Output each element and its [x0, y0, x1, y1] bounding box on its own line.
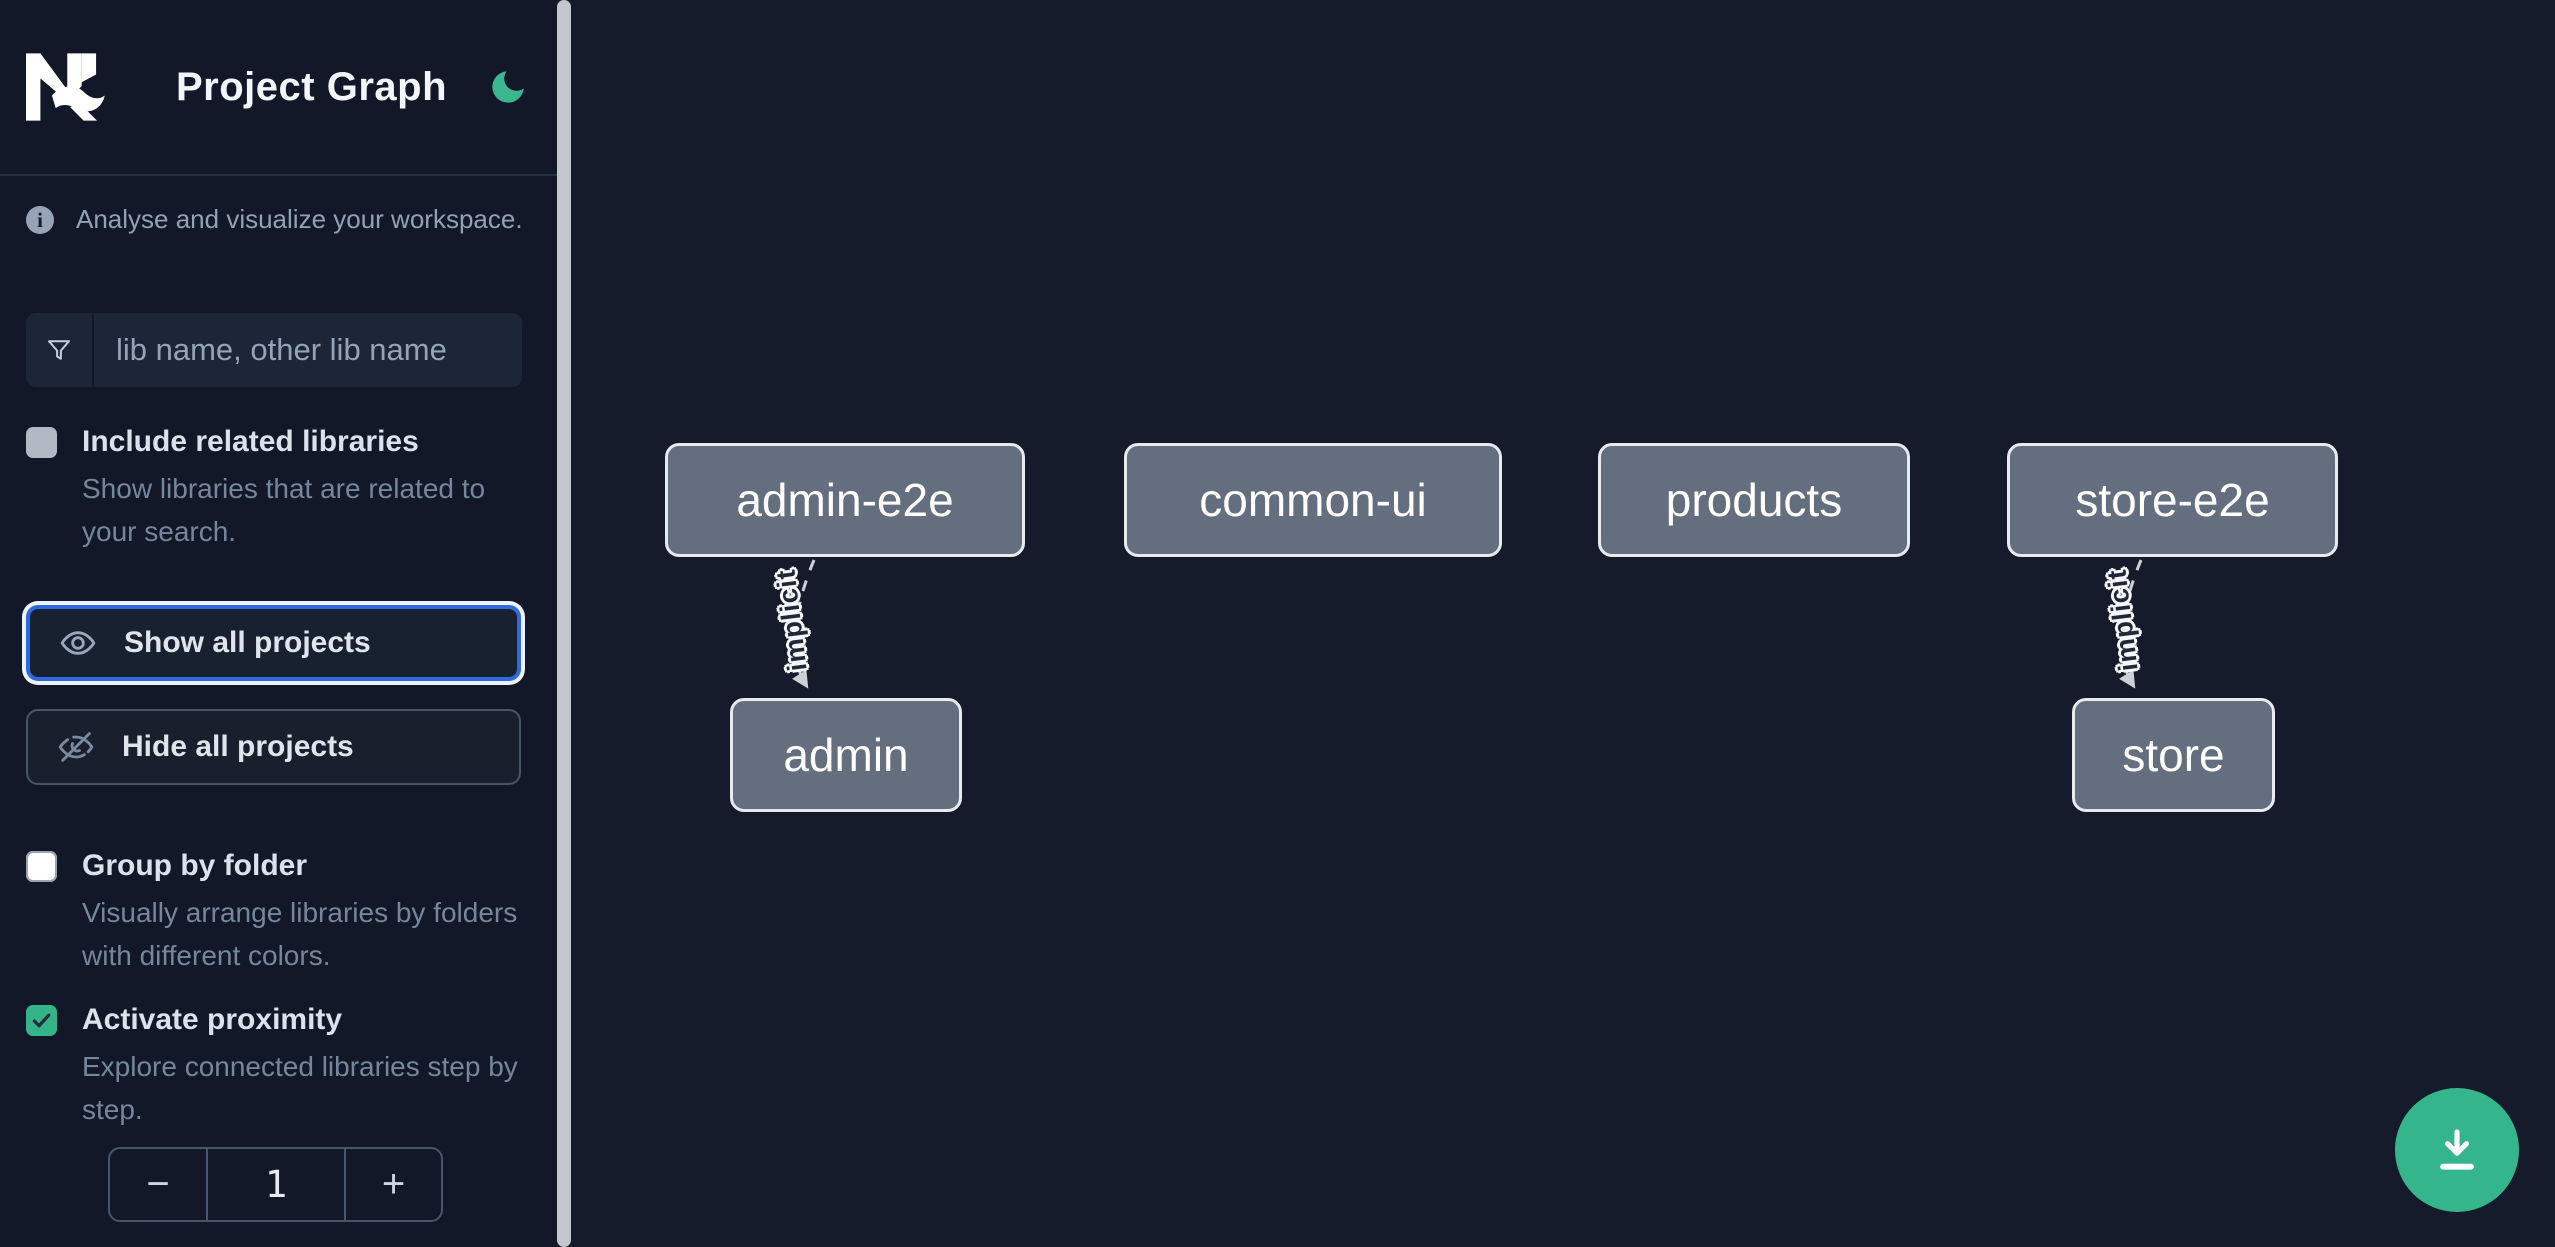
nx-logo [26, 53, 105, 121]
masthead: Project Graph [0, 0, 557, 176]
page-title: Project Graph [176, 64, 448, 109]
show-all-projects-label: Show all projects [124, 626, 371, 659]
hide-all-projects-button[interactable]: Hide all projects [26, 709, 521, 785]
download-icon [2440, 1129, 2474, 1170]
group-by-folder-description: Visually arrange libraries by folders wi… [82, 897, 518, 971]
project-node-products[interactable]: products [1598, 443, 1910, 557]
download-graph-button[interactable] [2395, 1088, 2519, 1212]
filter-icon-cell [26, 313, 94, 387]
sidebar: Project Graph i Analyse and visualize yo… [0, 0, 557, 1247]
include-related-row: Include related libraries Show libraries… [0, 425, 557, 553]
activate-proximity-description: Explore connected libraries step by step… [82, 1051, 518, 1125]
theme-toggle-button[interactable] [485, 64, 531, 110]
funnel-icon [48, 340, 70, 360]
graph-canvas[interactable]: admin-e2e common-ui products store-e2e a… [571, 0, 2555, 1247]
eye-off-icon [56, 727, 96, 767]
include-related-description: Show libraries that are related to your … [82, 473, 486, 547]
search-input[interactable] [94, 313, 522, 387]
moon-icon [492, 71, 524, 103]
checkmark-icon [32, 1013, 51, 1028]
project-node-common-ui[interactable]: common-ui [1124, 443, 1502, 557]
hide-all-projects-label: Hide all projects [122, 730, 354, 763]
include-related-checkbox[interactable] [26, 427, 57, 458]
sidebar-resize-scrollbar[interactable] [557, 0, 571, 1247]
group-by-folder-row: Group by folder Visually arrange librari… [0, 849, 557, 977]
group-by-folder-label: Group by folder [82, 849, 307, 882]
eye-icon [58, 623, 98, 663]
proximity-decrement-button[interactable]: − [110, 1149, 208, 1220]
activate-proximity-checkbox[interactable] [26, 1005, 57, 1036]
activate-proximity-row: Activate proximity Explore connected lib… [0, 1003, 557, 1131]
workspace-hint-text: Analyse and visualize your workspace. [76, 204, 523, 234]
show-all-projects-button[interactable]: Show all projects [26, 605, 521, 681]
search-box [26, 313, 522, 387]
info-icon: i [26, 205, 54, 234]
graph-edges [792, 559, 2143, 689]
project-node-store[interactable]: store [2072, 698, 2275, 812]
edge-store-e2e-to-store [2119, 559, 2143, 689]
group-by-folder-checkbox[interactable] [26, 851, 57, 882]
proximity-increment-button[interactable]: + [344, 1149, 441, 1220]
project-node-store-e2e[interactable]: store-e2e [2007, 443, 2338, 557]
workspace-hint: i Analyse and visualize your workspace. [0, 204, 557, 235]
project-node-admin[interactable]: admin [730, 698, 962, 812]
edge-admin-e2e-to-admin [792, 559, 816, 689]
project-node-admin-e2e[interactable]: admin-e2e [665, 443, 1025, 557]
proximity-stepper: − 1 + [108, 1147, 443, 1222]
include-related-label: Include related libraries [82, 425, 419, 458]
activate-proximity-label: Activate proximity [82, 1003, 343, 1036]
proximity-value[interactable]: 1 [264, 1163, 288, 1206]
